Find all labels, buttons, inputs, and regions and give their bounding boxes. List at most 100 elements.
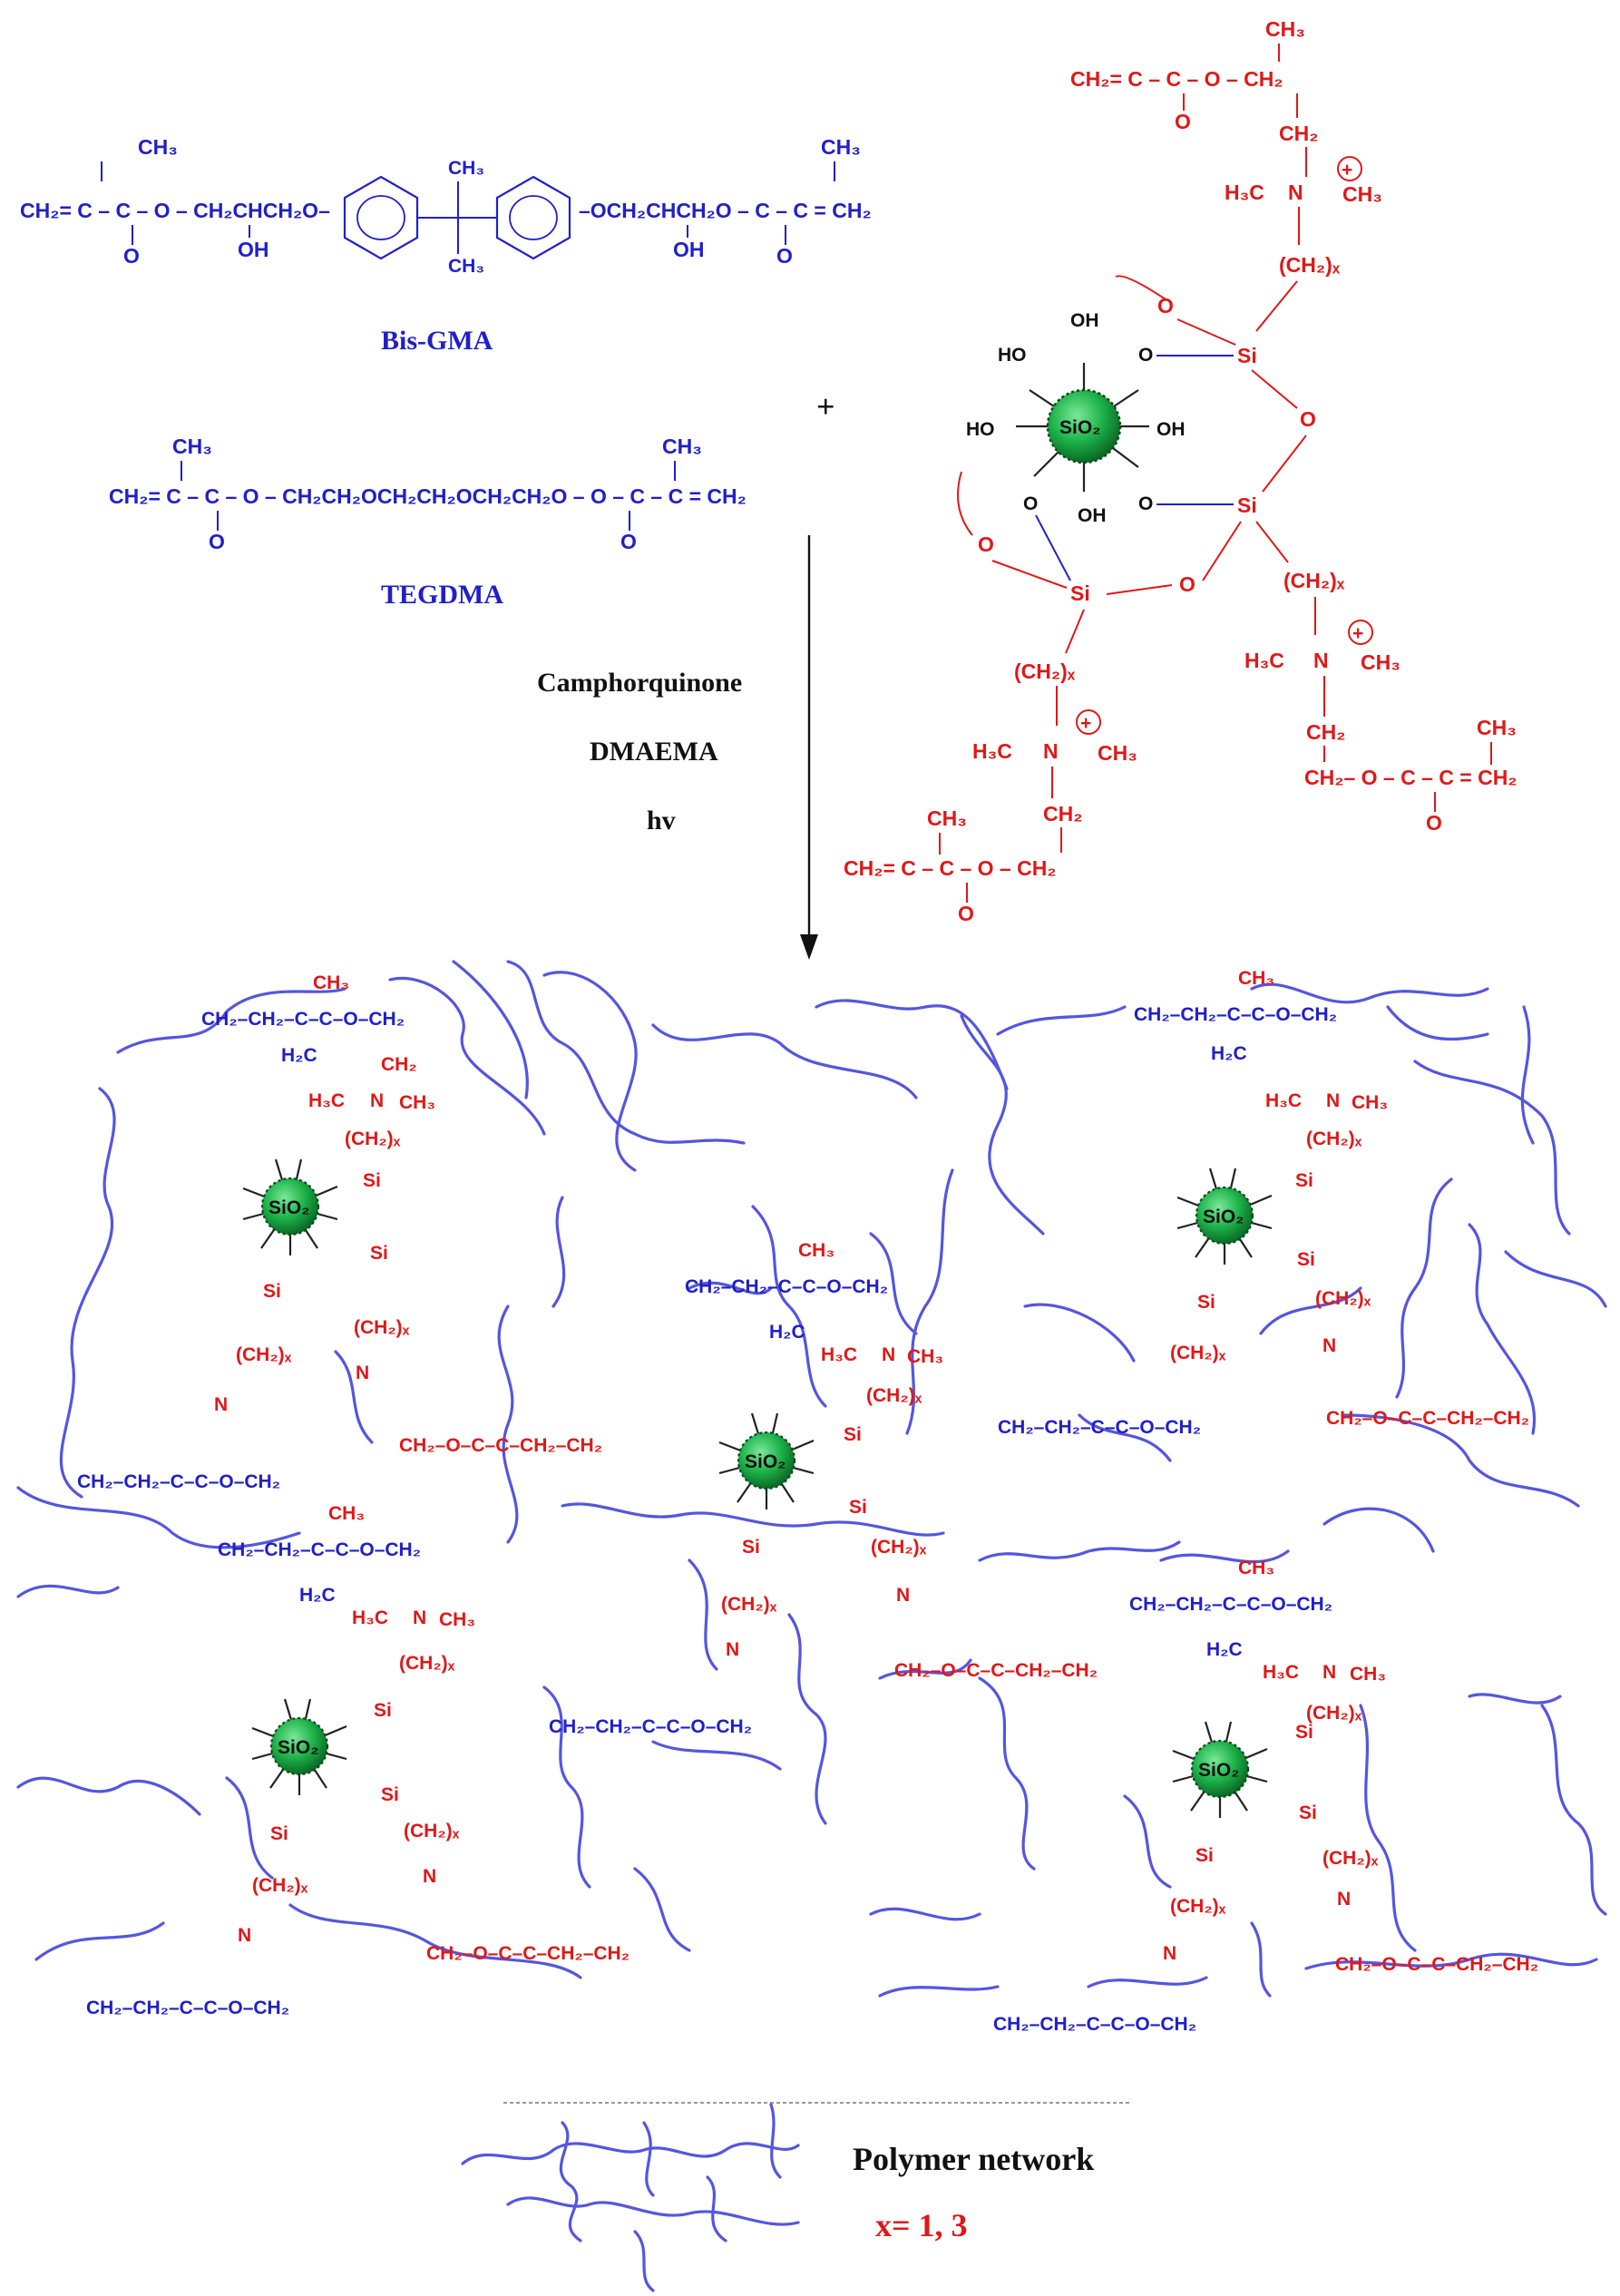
- cluster-a-si3: Si: [263, 1281, 281, 1302]
- arm1-methyl: CH₃: [1265, 17, 1305, 41]
- o-lower-left: O: [1023, 493, 1038, 514]
- arm3-spacer: (CH₂)ₓ: [1014, 659, 1076, 683]
- tegdma-carbonyl-r: O: [620, 530, 637, 553]
- arm2-ch2-a: CH₂: [1306, 720, 1345, 744]
- network-cluster-c: CH₂–CH₂–C–C–O–CH₂ CH₃ H₂C H₃C N CH₃ (CH₂…: [549, 1240, 1098, 1737]
- cluster-d-h3c: H₃C: [352, 1607, 388, 1628]
- o-ring-2: O: [1179, 572, 1195, 596]
- cluster-c-sio2: SiO₂: [745, 1451, 786, 1472]
- cluster-e-methyl: CH₃: [1238, 1558, 1274, 1578]
- particle-label: SiO₂: [1059, 417, 1101, 438]
- cluster-e-spacer3: (CH₂)ₓ: [1170, 1896, 1226, 1917]
- arm3-ch2: CH₂: [1043, 802, 1082, 826]
- arm2-methyl: CH₃: [1477, 716, 1517, 739]
- bisgma-carbonyl-l: O: [123, 244, 140, 268]
- cluster-c-ester: CH₂–O–C–C–CH₂–CH₂: [894, 1660, 1098, 1681]
- cluster-a-tail2: CH₂–CH₂–C–C–O–CH₂: [77, 1471, 280, 1492]
- cluster-b-si2: Si: [1297, 1249, 1315, 1270]
- cluster-d-ester: CH₂–O–C–C–CH₂–CH₂: [426, 1943, 629, 1964]
- cluster-d-sio2: SiO₂: [278, 1737, 319, 1758]
- cluster-e-tail2: CH₂–CH₂–C–C–O–CH₂: [993, 2014, 1196, 2035]
- cluster-d-n: N: [413, 1607, 426, 1628]
- cluster-a-sio2: SiO₂: [268, 1197, 310, 1218]
- ho-upper-left: HO: [998, 345, 1027, 366]
- cluster-e-n2: N: [1337, 1889, 1351, 1910]
- cluster-a-ester: CH₂–O–C–C–CH₂–CH₂: [399, 1435, 602, 1456]
- cluster-b-spacer3: (CH₂)ₓ: [1170, 1343, 1226, 1363]
- arm3-carbonyl: O: [958, 902, 974, 925]
- polymer-network-chains: [16, 960, 1607, 1998]
- tegdma-methyl-l: CH₃: [172, 435, 212, 458]
- cluster-c-h2c: H₂C: [769, 1322, 805, 1343]
- cluster-d-si3: Si: [270, 1823, 288, 1844]
- bisgma-methyl-l: CH₃: [138, 135, 178, 159]
- cluster-b-ester: CH₂–O–C–C–CH₂–CH₂: [1326, 1408, 1529, 1429]
- legend-network-label: Polymer network: [853, 2141, 1094, 2177]
- arm3-charge: +: [1080, 713, 1091, 734]
- cluster-d-tail2: CH₂–CH₂–C–C–O–CH₂: [86, 1998, 289, 2018]
- cluster-b-h2c: H₂C: [1211, 1043, 1247, 1064]
- cluster-e-n3: N: [1163, 1943, 1176, 1964]
- o-lower-right: O: [1138, 493, 1153, 514]
- cluster-b-methyl: CH₃: [1238, 968, 1274, 989]
- tegdma-carbonyl-l: O: [209, 530, 225, 553]
- arm2-ch3: CH₃: [1361, 650, 1400, 674]
- cluster-c-tail: CH₂–CH₂–C–C–O–CH₂: [685, 1276, 888, 1297]
- arm3-n: N: [1043, 739, 1059, 763]
- legend-network-icon: [461, 2103, 800, 2292]
- arm2-n: N: [1313, 649, 1329, 672]
- arm1-carbonyl: O: [1175, 110, 1191, 133]
- arm1-ch2: CH₂: [1279, 122, 1318, 145]
- network-cluster-b: CH₂–CH₂–C–C–O–CH₂ CH₃ H₂C H₃C N CH₃ (CH₂…: [998, 968, 1529, 1438]
- cluster-a-ch2: CH₂: [381, 1054, 417, 1075]
- network-cluster-e: CH₂–CH₂–C–C–O–CH₂ CH₃ H₂C H₃C N CH₃ (CH₂…: [993, 1558, 1538, 2035]
- bisgma-methyl-c1: CH₃: [448, 158, 484, 179]
- si-1: Si: [1237, 344, 1257, 367]
- ho-left: HO: [966, 419, 995, 440]
- bisgma-methyl-r: CH₃: [821, 135, 861, 159]
- o-ring-1: O: [1300, 407, 1316, 431]
- cluster-c-n2: N: [896, 1585, 910, 1606]
- cluster-e-si1: Si: [1295, 1722, 1313, 1743]
- cluster-c-n: N: [882, 1344, 895, 1365]
- arm1-methacrylate: CH₂= C – C – O – CH₂: [1070, 67, 1283, 91]
- arm2-carbonyl: O: [1426, 811, 1442, 835]
- cluster-e-sio2: SiO₂: [1198, 1760, 1240, 1781]
- cluster-b-spacer: (CH₂)ₓ: [1306, 1128, 1362, 1149]
- cluster-d-tail: CH₂–CH₂–C–C–O–CH₂: [218, 1539, 421, 1560]
- cluster-e-si2: Si: [1299, 1803, 1317, 1823]
- arm3-ch3: CH₃: [1098, 741, 1137, 765]
- cluster-d-ch3: CH₃: [439, 1609, 475, 1630]
- cluster-e-h2c: H₂C: [1206, 1639, 1243, 1660]
- cluster-a-n3: N: [214, 1394, 228, 1415]
- cluster-c-si3: Si: [742, 1537, 760, 1558]
- cluster-b-sio2: SiO₂: [1203, 1207, 1244, 1227]
- cluster-d-spacer: (CH₂)ₓ: [399, 1653, 455, 1674]
- cluster-b-spacer2: (CH₂)ₓ: [1315, 1288, 1371, 1309]
- legend-x-note: x= 1, 3: [875, 2207, 968, 2243]
- si-3: Si: [1070, 581, 1090, 605]
- oh-right: OH: [1156, 419, 1186, 440]
- tegdma-chain: CH₂= C – C – O – CH₂CH₂OCH₂CH₂OCH₂CH₂O –…: [109, 484, 747, 508]
- cluster-d-h2c: H₂C: [299, 1585, 336, 1606]
- cluster-b-tail: CH₂–CH₂–C–C–O–CH₂: [1134, 1004, 1337, 1025]
- bisgma-methyl-c2: CH₃: [448, 256, 484, 277]
- arm2-ester: CH₂– O – C – C = CH₂: [1304, 766, 1518, 789]
- arm2-spacer: (CH₂)ₓ: [1283, 569, 1345, 592]
- cluster-d-methyl: CH₃: [328, 1503, 365, 1524]
- cluster-a-spacer: (CH₂)ₓ: [345, 1128, 401, 1149]
- cluster-a-tail: CH₂–CH₂–C–C–O–CH₂: [201, 1009, 405, 1030]
- cluster-c-spacer: (CH₂)ₓ: [866, 1385, 922, 1406]
- condition-initiator: Camphorquinone: [537, 668, 742, 698]
- o-upper-right: O: [1138, 345, 1153, 366]
- arm1-h3c: H₃C: [1225, 181, 1264, 204]
- cluster-a-spacer2: (CH₂)ₓ: [354, 1317, 410, 1338]
- cluster-c-methyl: CH₃: [798, 1240, 834, 1261]
- arm1-ch3: CH₃: [1342, 182, 1382, 206]
- cluster-e-si3: Si: [1195, 1845, 1214, 1866]
- si-2: Si: [1237, 493, 1257, 517]
- cluster-d-n2: N: [423, 1866, 436, 1887]
- bisgma-chain-left: CH₂= C – C – O – CH₂CHCH₂O–: [20, 199, 330, 222]
- reaction-arrow: [800, 535, 818, 960]
- cluster-c-spacer3: (CH₂)ₓ: [721, 1594, 777, 1615]
